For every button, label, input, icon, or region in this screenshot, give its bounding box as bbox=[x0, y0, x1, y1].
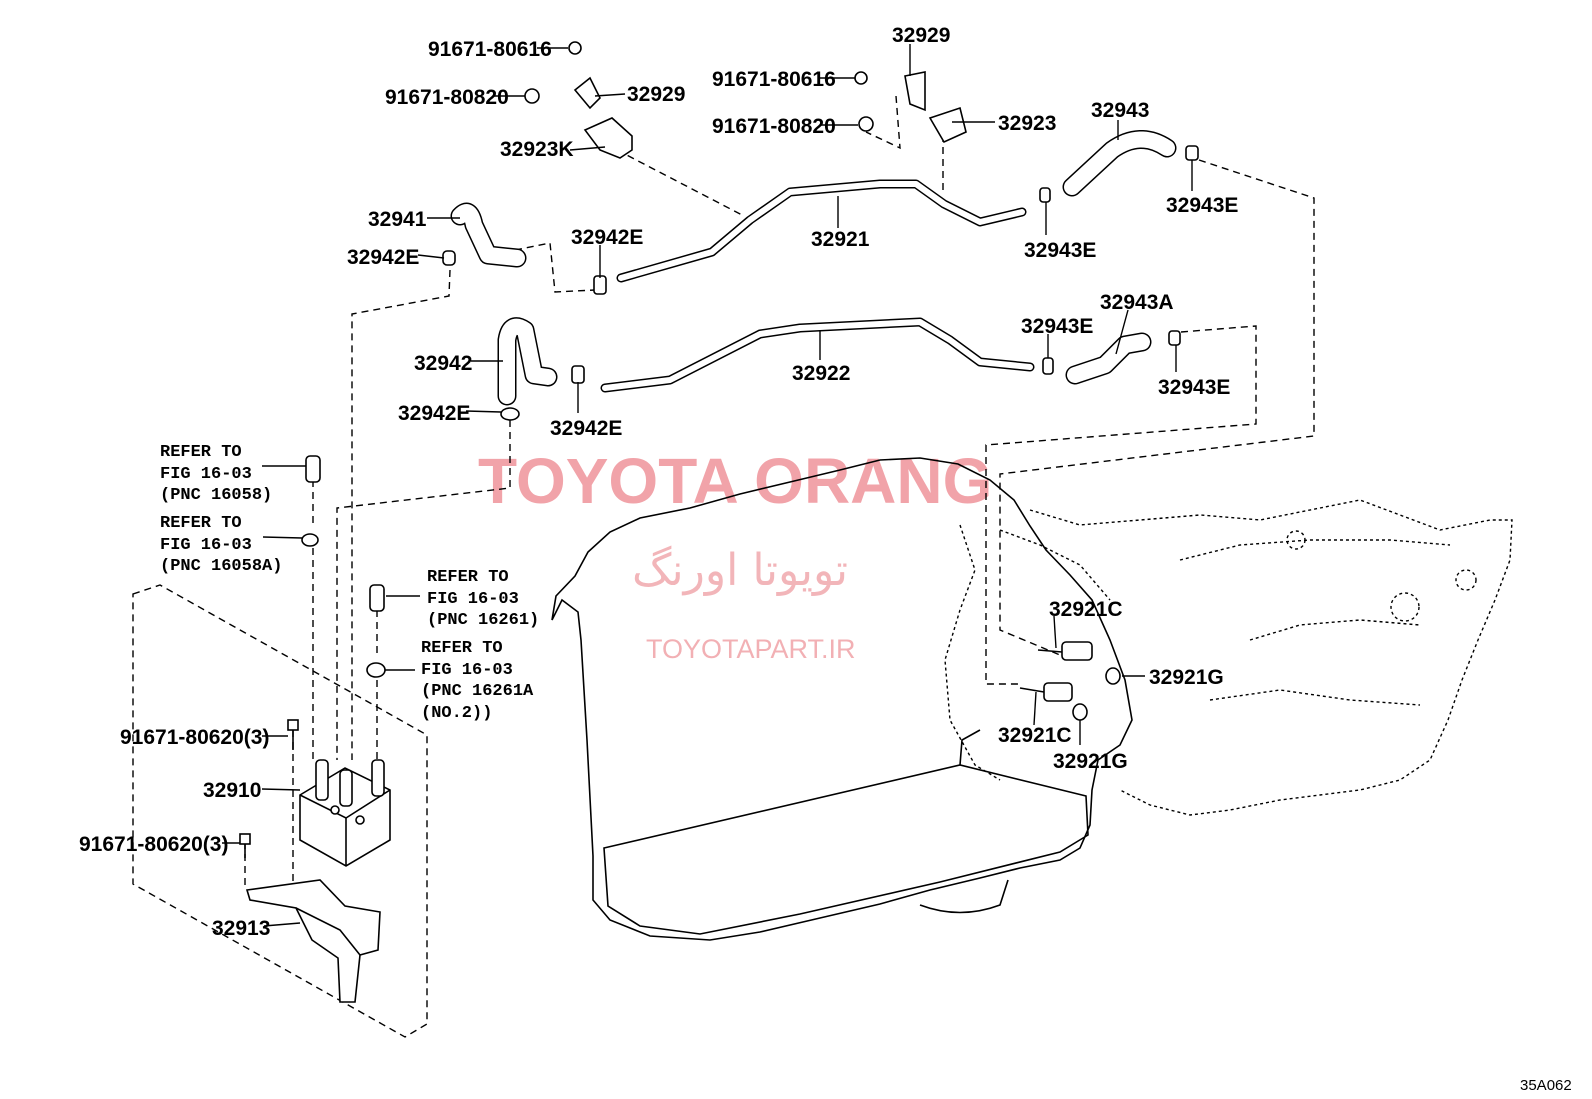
part-label-91671-80616-right: 91671-80616 bbox=[712, 68, 836, 91]
watermark-brand-fa: تویوتا اورنگ bbox=[632, 545, 848, 596]
fitting-32921c bbox=[1019, 641, 1093, 702]
svg-text:(PNC 16261): (PNC 16261) bbox=[427, 611, 539, 630]
bracket-32923k bbox=[573, 76, 633, 159]
part-label-32943e-mid: 32943E bbox=[1024, 239, 1096, 262]
svg-text:REFER TO: REFER TO bbox=[421, 639, 503, 658]
svg-text:REFER TO: REFER TO bbox=[427, 568, 509, 587]
part-label-32922: 32922 bbox=[792, 362, 850, 385]
part-label-32943e-low: 32943E bbox=[1021, 315, 1093, 338]
part-label-32921g-top: 32921G bbox=[1149, 666, 1224, 689]
part-label-32921: 32921 bbox=[811, 228, 870, 251]
part-label-32923: 32923 bbox=[998, 112, 1056, 135]
oil-cooler-32910 bbox=[299, 759, 391, 867]
part-label-32942e-b: 32942E bbox=[571, 226, 643, 249]
part-label-32921g-low: 32921G bbox=[1053, 750, 1128, 773]
part-label-91671-80620-low: 91671-80620(3) bbox=[79, 833, 228, 856]
refer-hose-icon bbox=[305, 455, 385, 612]
leader-lines bbox=[222, 44, 1193, 927]
transmission-outline bbox=[551, 457, 1513, 941]
part-label-91671-80620-top: 91671-80620(3) bbox=[120, 726, 269, 749]
assembly-lines bbox=[132, 95, 1315, 1038]
part-label-32929-right: 32929 bbox=[892, 24, 950, 47]
part-label-32942e-c: 32942E bbox=[398, 402, 470, 425]
part-label-91671-80820-right: 91671-80820 bbox=[712, 115, 836, 138]
part-label-32942e-a: 32942E bbox=[347, 246, 419, 269]
part-label-32921c-low: 32921C bbox=[998, 724, 1072, 747]
part-label-32942e-d: 32942E bbox=[550, 417, 622, 440]
part-label-32943a: 32943A bbox=[1100, 291, 1174, 314]
part-labels: 91671-80616 91671-80820 32929 32923K 329… bbox=[79, 24, 1238, 940]
reference-note-pnc-16261: REFER TO FIG 16-03 (PNC 16261) bbox=[427, 568, 539, 630]
pipe-32921 bbox=[616, 179, 1027, 283]
part-label-32941: 32941 bbox=[368, 208, 427, 231]
hose-32941 bbox=[450, 202, 527, 268]
reference-note-pnc-16261a: REFER TO FIG 16-03 (PNC 16261A (NO.2)) bbox=[421, 639, 534, 723]
diagram-code: 35A062 bbox=[1520, 1077, 1572, 1094]
part-label-32910: 32910 bbox=[203, 779, 261, 802]
hose-32943 bbox=[1062, 130, 1177, 197]
watermark-site: TOYOTAPART.IR bbox=[646, 634, 856, 664]
svg-text:(PNC 16261A: (PNC 16261A bbox=[421, 682, 534, 701]
svg-text:FIG 16-03: FIG 16-03 bbox=[160, 465, 252, 484]
part-label-32943: 32943 bbox=[1091, 99, 1149, 122]
part-label-32943e-top: 32943E bbox=[1166, 194, 1238, 217]
reference-note-pnc-16058a: REFER TO FIG 16-03 (PNC 16058A) bbox=[160, 514, 282, 576]
part-label-32913: 32913 bbox=[212, 917, 270, 940]
watermark-brand: TOYOTA ORANG bbox=[478, 445, 992, 517]
svg-text:REFER TO: REFER TO bbox=[160, 514, 242, 533]
hose-32943a bbox=[1065, 332, 1152, 385]
part-label-32942: 32942 bbox=[414, 352, 472, 375]
svg-text:(PNC 16058A): (PNC 16058A) bbox=[160, 557, 282, 576]
svg-text:(PNC 16058): (PNC 16058) bbox=[160, 486, 272, 505]
part-label-32929-left: 32929 bbox=[627, 83, 685, 106]
svg-text:FIG 16-03: FIG 16-03 bbox=[427, 590, 519, 609]
reference-notes: REFER TO FIG 16-03 (PNC 16058) REFER TO … bbox=[160, 443, 539, 723]
svg-text:FIG 16-03: FIG 16-03 bbox=[421, 661, 513, 680]
part-label-32923k: 32923K bbox=[500, 138, 574, 161]
oring-32921g bbox=[1072, 667, 1121, 721]
hose-32942 bbox=[497, 317, 558, 406]
svg-text:(NO.2)): (NO.2)) bbox=[421, 704, 492, 723]
reference-note-pnc-16058: REFER TO FIG 16-03 (PNC 16058) bbox=[160, 443, 272, 505]
part-label-32943e-end: 32943E bbox=[1158, 376, 1230, 399]
bracket-32923 bbox=[904, 71, 967, 144]
svg-text:REFER TO: REFER TO bbox=[160, 443, 242, 462]
part-label-91671-80820-top: 91671-80820 bbox=[385, 86, 509, 109]
pipe-32922 bbox=[600, 317, 1035, 393]
svg-text:FIG 16-03: FIG 16-03 bbox=[160, 536, 252, 555]
part-label-91671-80616-top: 91671-80616 bbox=[428, 38, 552, 61]
part-label-32921c-top: 32921C bbox=[1049, 598, 1123, 621]
bracket-32913 bbox=[245, 879, 381, 1003]
